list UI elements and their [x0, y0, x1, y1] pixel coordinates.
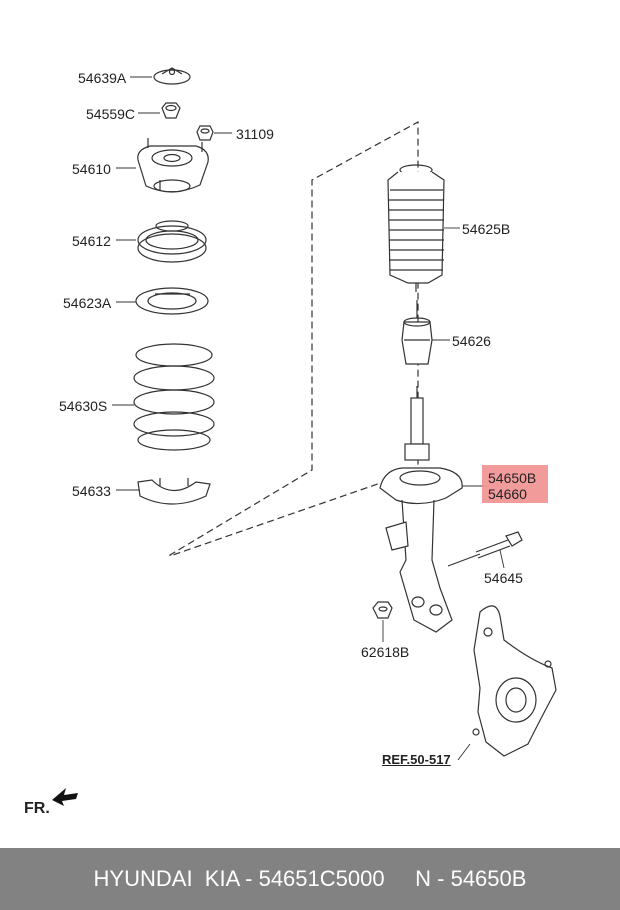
callout-54610: 54610: [72, 161, 111, 177]
callout-54633: 54633: [72, 483, 111, 499]
front-arrow-icon: [52, 788, 78, 806]
highlight-54650B: [482, 465, 548, 503]
part-31109-nut: [196, 125, 214, 141]
callout-54559C: 54559C: [86, 106, 136, 122]
callout-54612: 54612: [72, 233, 111, 249]
part-54623A-pad: [135, 287, 209, 315]
callout-54650B: 54650B: [488, 470, 537, 486]
callout-54639A: 54639A: [78, 70, 127, 86]
part-54630S-spring: [133, 343, 215, 451]
footer-bar: HYUNDAI KIA - 54651C5000 N - 54650B: [0, 848, 620, 910]
callout-54623A: 54623A: [63, 295, 112, 311]
part-54610-mount: [137, 138, 209, 193]
strut-assembly-drawing: [52, 67, 557, 806]
part-54612-bearing: [137, 220, 207, 263]
part-54650B-strut: [379, 386, 463, 633]
part-54559C-nut: [161, 102, 181, 119]
callout-54645: 54645: [484, 570, 523, 586]
part-54645-bolt: [447, 531, 523, 567]
callout-31109: 31109: [236, 126, 274, 142]
part-54626-bumper: [401, 300, 433, 365]
reference-label: REF.50-517: [382, 752, 451, 767]
callout-54630S: 54630S: [59, 398, 108, 414]
footer-part-numbers: HYUNDAI KIA - 54651C5000 N - 54650B: [93, 866, 527, 891]
part-54633-seat: [137, 478, 211, 505]
knuckle-reference: [472, 605, 557, 757]
callout-54626: 54626: [452, 333, 491, 349]
parts-diagram: 54639A 54559C 31109 54610 54612 54623A 5…: [24, 67, 557, 817]
callout-54625B: 54625B: [462, 221, 511, 237]
callout-62618B: 62618B: [361, 644, 410, 660]
part-62618B-nut: [372, 601, 393, 619]
part-54639A-cap: [153, 67, 191, 85]
callout-54660: 54660: [488, 486, 527, 502]
leader-lines: [112, 76, 505, 761]
part-54625B-boot: [387, 164, 445, 292]
front-direction-label: FR.: [24, 800, 50, 817]
